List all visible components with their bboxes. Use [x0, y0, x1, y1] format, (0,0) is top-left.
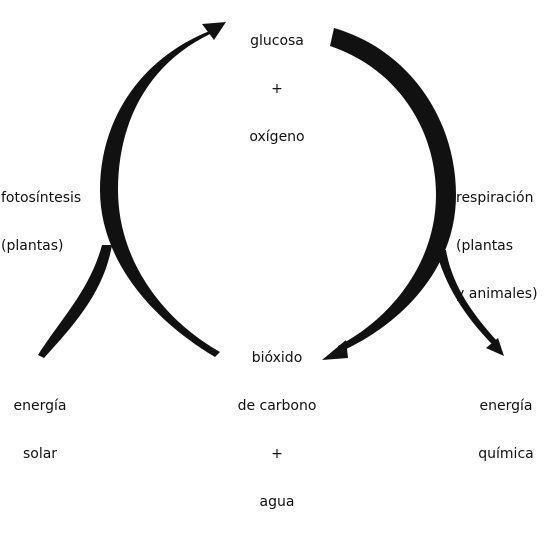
photosynthesis-label: fotosíntesis (plantas) — [1, 158, 101, 286]
respiration-arrow — [330, 28, 456, 352]
respiration-label: respiración (plantas y animales) — [456, 158, 550, 334]
chemical-energy-line1: energía — [479, 398, 533, 414]
photosynthesis-arrowhead — [202, 22, 226, 40]
co2-line2-text: de carbono — [237, 398, 317, 414]
chemical-output-arrowhead — [486, 338, 504, 356]
glucose-oxygen-label: glucosa + oxígeno — [232, 1, 322, 177]
solar-energy-label: energía solar — [2, 366, 78, 494]
photosynthesis-arrow — [100, 30, 220, 357]
photosynthesis-plants-text: (plantas) — [1, 238, 64, 254]
respiration-arrowhead — [322, 340, 348, 360]
top-plus-text: + — [271, 81, 283, 97]
cycle-diagram: glucosa + oxígeno bióxido de carbono + a… — [1, 1, 550, 510]
solar-energy-line1: energía — [13, 398, 67, 414]
bottom-plus-text: + — [271, 446, 283, 462]
cycle-arrows — [38, 22, 504, 360]
respiration-animals-text: y animales) — [456, 286, 538, 302]
solar-input-arrow — [38, 245, 112, 358]
chemical-energy-line2: química — [478, 446, 534, 462]
respiration-plants-text: (plantas — [456, 238, 514, 254]
photosynthesis-text: fotosíntesis — [1, 190, 82, 206]
co2-water-label: bióxido de carbono + agua — [222, 318, 332, 542]
respiration-text: respiración — [456, 190, 534, 206]
co2-line1-text: bióxido — [251, 350, 303, 366]
chemical-output-arrow — [436, 250, 498, 346]
glucose-text: glucosa — [250, 33, 304, 49]
water-text: agua — [259, 494, 295, 510]
chemical-energy-label: energía química — [466, 366, 546, 494]
solar-energy-line2: solar — [22, 446, 58, 462]
oxygen-text: oxígeno — [249, 129, 305, 145]
